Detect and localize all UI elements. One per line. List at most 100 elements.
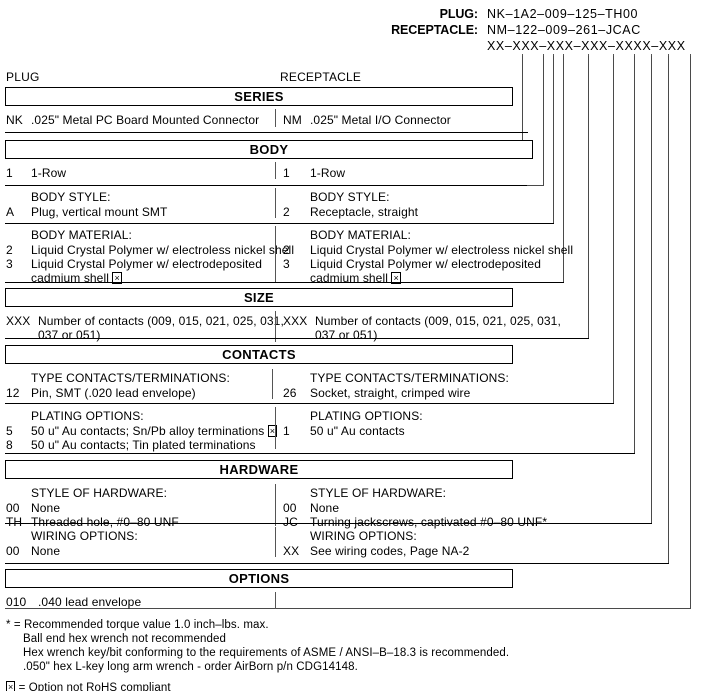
bracket-line-hardware-style	[651, 56, 652, 523]
contacts-plating-bottom-rule	[5, 453, 635, 454]
footnote-torque-4: .050" hex L-key long arm wrench - order …	[23, 661, 358, 673]
contacts-plating-left-code-1: 5	[6, 424, 13, 438]
hardware-wiring-right-heading: WIRING OPTIONS:	[310, 529, 417, 543]
series-right-code: NM	[283, 113, 302, 127]
bracket-line-contacts-plating	[634, 56, 635, 453]
options-column-divider	[275, 592, 276, 609]
body-style-left-heading: BODY STYLE:	[31, 190, 111, 204]
contacts-type-column-divider	[272, 369, 273, 399]
bracket-line-body-style	[553, 56, 554, 223]
bracket-line-body-material	[563, 56, 564, 282]
body-material-left-heading: BODY MATERIAL:	[31, 228, 132, 242]
body-rows-right-code: 1	[283, 166, 290, 180]
body-rows-column-divider	[275, 162, 276, 179]
body-material-left-text-2b: cadmium shell ×	[31, 271, 122, 285]
contacts-plating-left-text-2: 50 u" Au contacts; Tin plated terminatio…	[31, 438, 256, 452]
body-style-column-divider	[275, 188, 276, 218]
body-material-left-code-1: 2	[6, 243, 13, 257]
hardware-style-column-divider	[275, 484, 276, 526]
series-left-code: NK	[6, 113, 23, 127]
hardware-style-left-code-2: TH	[6, 515, 23, 529]
size-column-divider	[275, 311, 276, 342]
footnote-torque-3: Hex wrench key/bit conforming to the req…	[23, 647, 510, 659]
body-style-right-text: Receptacle, straight	[310, 205, 419, 219]
body-material-left-text-2b-label: cadmium shell	[31, 271, 109, 285]
contacts-plating-column-divider	[275, 407, 276, 449]
size-right-code: XXX	[283, 314, 308, 328]
body-rows-bottom-rule	[5, 185, 527, 186]
body-material-left-text-1: Liquid Crystal Polymer w/ electroless ni…	[31, 243, 295, 257]
series-left-text: .025" Metal PC Board Mounted Connector	[31, 113, 260, 127]
size-left-text-1: Number of contacts (009, 015, 021, 025, …	[38, 314, 284, 328]
body-material-column-divider	[275, 226, 276, 282]
contacts-plating-right-text: 50 u" Au contacts	[310, 424, 405, 438]
section-title-contacts: CONTACTS	[5, 345, 513, 364]
size-left-code: XXX	[6, 314, 31, 328]
footnote-torque-1: * = Recommended torque value 1.0 inch–lb…	[6, 619, 269, 631]
series-column-divider	[275, 109, 276, 127]
hardware-wiring-column-divider	[275, 527, 276, 557]
footnote-rohs: × = Option not RoHS compliant	[6, 681, 171, 691]
bracket-elbow-body-rows	[527, 185, 544, 186]
hardware-wiring-left-code: 00	[6, 544, 20, 558]
body-rows-left-text: 1-Row	[31, 166, 67, 180]
contacts-plating-right-heading: PLATING OPTIONS:	[310, 409, 423, 423]
contacts-plating-left-text-1-label: 50 u" Au contacts; Sn/Pb alloy terminati…	[31, 424, 265, 438]
options-left-text: .040 lead envelope	[38, 595, 142, 609]
hardware-wiring-bottom-rule	[5, 563, 669, 564]
size-right-text-2: 037 or 051)	[315, 328, 378, 342]
body-material-left-code-2: 3	[6, 257, 13, 271]
receptacle-part-number: NM–122–009–261–JCAC	[487, 23, 641, 37]
body-rows-left-code: 1	[6, 166, 13, 180]
contacts-type-bottom-rule	[5, 403, 614, 404]
contacts-type-right-text: Socket, straight, crimped wire	[310, 386, 471, 400]
contacts-type-left-heading: TYPE CONTACTS/TERMINATIONS:	[31, 371, 230, 385]
hardware-style-left-code-1: 00	[6, 501, 20, 515]
receptacle-part-number-row: RECEPTACLE: NM–122–009–261–JCAC	[380, 22, 700, 38]
not-rohs-compliant-icon: ×	[391, 272, 401, 284]
bracket-line-body-rows	[543, 56, 544, 185]
body-style-left-text: Plug, vertical mount SMT	[31, 205, 168, 219]
contacts-plating-left-code-2: 8	[6, 438, 13, 452]
hardware-style-right-code-1: 00	[283, 501, 297, 515]
contacts-type-right-code: 26	[283, 386, 297, 400]
part-number-mask: XX–XXX–XXX–XXX–XXXX–XXX	[487, 39, 686, 53]
body-material-right-code-1: 2	[283, 243, 290, 257]
contacts-plating-right-code: 1	[283, 424, 290, 438]
section-title-series: SERIES	[5, 87, 513, 106]
options-left-code: 010	[6, 595, 27, 609]
hardware-wiring-left-heading: WIRING OPTIONS:	[31, 529, 138, 543]
plug-part-number-row: PLUG: NK–1A2–009–125–TH00	[380, 6, 700, 22]
section-title-options: OPTIONS	[5, 569, 513, 588]
hardware-wiring-right-text: See wiring codes, Page NA-2	[310, 544, 470, 558]
body-rows-right-text: 1-Row	[310, 166, 346, 180]
plug-column-caption: PLUG	[6, 70, 40, 84]
receptacle-column-caption: RECEPTACLE	[280, 70, 362, 84]
hardware-style-right-heading: STYLE OF HARDWARE:	[310, 486, 447, 500]
size-left-text-2: 037 or 051)	[38, 328, 101, 342]
plug-label: PLUG:	[439, 7, 478, 21]
bracket-line-series	[522, 56, 523, 140]
not-rohs-compliant-icon: ×	[6, 681, 16, 691]
contacts-type-right-heading: TYPE CONTACTS/TERMINATIONS:	[310, 371, 509, 385]
not-rohs-compliant-icon: ×	[112, 272, 122, 284]
plug-part-number: NK–1A2–009–125–TH00	[487, 7, 639, 21]
hardware-style-bottom-rule	[5, 523, 652, 524]
body-material-right-code-2: 3	[283, 257, 290, 271]
bracket-line-options	[690, 56, 691, 608]
hardware-style-left-heading: STYLE OF HARDWARE:	[31, 486, 168, 500]
body-material-bottom-rule	[5, 282, 564, 283]
section-title-body: BODY	[5, 140, 533, 159]
size-bottom-rule	[5, 338, 589, 339]
footnote-torque-2: Ball end hex wrench not recommended	[23, 633, 226, 645]
footnote-rohs-label: = Option not RoHS compliant	[18, 682, 171, 691]
hardware-wiring-left-text: None	[31, 544, 61, 558]
bracket-line-contacts-type	[613, 56, 614, 403]
body-material-right-text-1: Liquid Crystal Polymer w/ electroless ni…	[310, 243, 574, 257]
hardware-style-left-text-1: None	[31, 501, 61, 515]
body-material-right-text-2b-label: cadmium shell	[310, 271, 388, 285]
body-material-right-text-2b: cadmium shell ×	[310, 271, 401, 285]
body-style-right-heading: BODY STYLE:	[310, 190, 390, 204]
body-style-right-code: 2	[283, 205, 290, 219]
